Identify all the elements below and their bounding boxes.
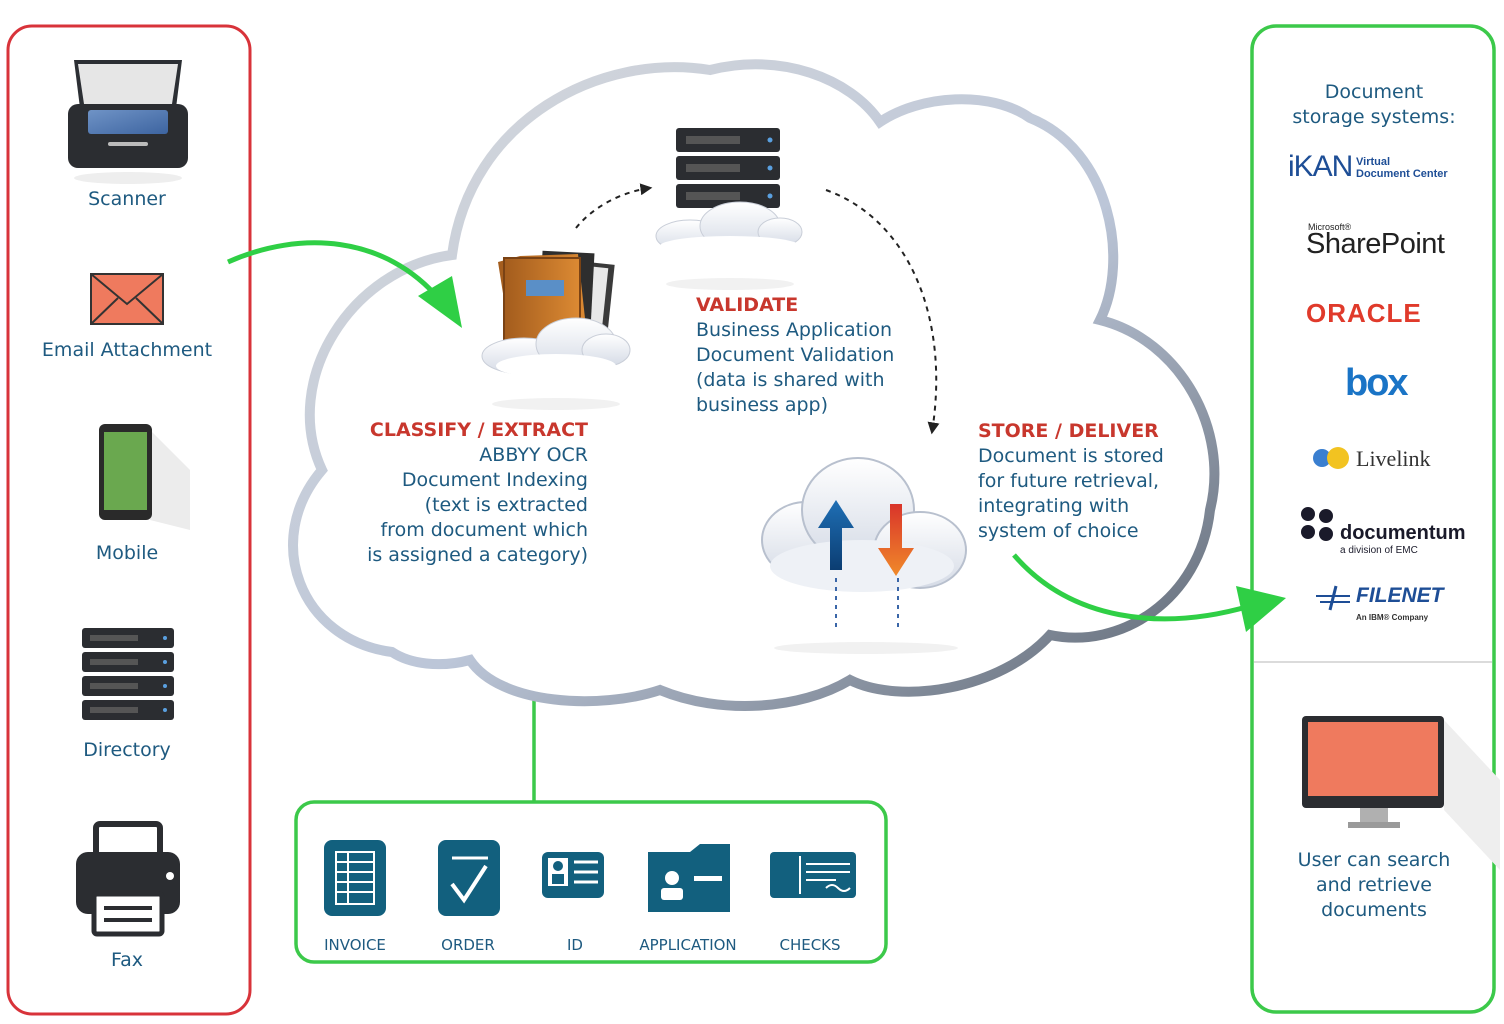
fax-label: Fax [110,949,144,971]
order-icon [438,840,500,916]
classify-line: (text is extracted [424,494,588,516]
validate-to-store-arrow [825,189,940,435]
store-deliver-block: STORE / DELIVER Document is stored for f… [978,419,1164,544]
store-heading: STORE / DELIVER [978,420,1159,442]
validate-line: Document Validation [696,344,895,366]
storage-title-line: storage systems: [1292,106,1456,128]
folders-icon [481,250,631,410]
email-attachment-label: Email Attachment [41,339,213,361]
livelink-logo: Livelink [1356,446,1431,471]
categories-frame [294,800,888,964]
retrieve-line: and retrieve [1315,874,1433,896]
box-logo: box [1345,362,1409,404]
storage-title-line: Document [1324,81,1424,103]
store-line: integrating with [978,495,1130,517]
server-icon [655,128,803,290]
ikan-subtitle-line: Document Center [1356,168,1448,180]
sources-frame [6,24,252,1016]
invoice-icon [324,840,386,916]
storage-title: Document storage systems: [1274,80,1474,130]
retrieve-line: User can search [1297,849,1451,871]
retrieve-line: documents [1321,899,1427,921]
store-line: Document is stored [978,445,1164,467]
category-order-label: ORDER [441,936,495,954]
ikan-logo: iKAN [1288,150,1353,183]
fax-icon [76,821,180,937]
microsoft-label: Microsoft® [1308,222,1352,232]
validate-block: VALIDATE Business Application Document V… [696,293,894,418]
checks-icon [770,852,856,898]
classify-to-validate-arrow [575,183,653,229]
store-line: system of choice [978,520,1139,542]
classify-line: is assigned a category) [367,544,588,566]
email-icon [90,273,164,325]
category-id-label: ID [567,936,583,954]
sharepoint-logo: SharePoint [1306,228,1445,260]
output-arrow-head [1236,586,1286,632]
livelink-icon [1313,447,1349,469]
classify-heading: CLASSIFY / EXTRACT [369,419,588,441]
application-icon [648,844,730,912]
id-icon [542,852,604,898]
directory-label: Directory [83,739,171,761]
category-checks-label: CHECKS [779,936,841,954]
validate-line: Business Application [696,319,892,341]
classify-extract-block: CLASSIFY / EXTRACT ABBYY OCR Document In… [367,418,588,568]
filenet-subtitle: An IBM® Company [1356,613,1429,622]
documentum-subtitle: a division of EMC [1340,545,1418,556]
monitor-icon [1302,716,1500,870]
mobile-label: Mobile [95,542,159,564]
classify-line: Document Indexing [401,469,588,491]
documentum-icon [1301,507,1333,541]
store-line: for future retrieval, [978,470,1160,492]
scanner-icon [68,60,188,184]
validate-line: (data is shared with [696,369,885,391]
category-application-label: APPLICATION [639,936,737,954]
oracle-logo: ORACLE [1306,298,1422,328]
ikan-logo-subtitle: Virtual Document Center [1356,156,1448,180]
classify-line: ABBYY OCR [479,444,588,466]
retrieve-description: User can search and retrieve documents [1264,848,1484,923]
ikan-subtitle-line: Virtual [1356,156,1391,168]
validate-heading: VALIDATE [696,294,799,316]
category-invoice-label: INVOICE [324,936,386,954]
filenet-icon [1316,585,1350,611]
input-arrow-head [418,276,462,328]
input-arrow [226,240,442,302]
filenet-logo: FILENET [1356,584,1444,607]
directory-icon [82,628,174,720]
output-arrow [1012,553,1251,622]
scanner-label: Scanner [88,188,166,210]
documentum-logo: documentum [1340,522,1466,544]
processing-cloud [288,59,1220,711]
validate-line: business app) [696,394,829,416]
transfer-cloud-icon [761,457,967,654]
storage-frame [1250,24,1496,1014]
mobile-icon [99,424,190,530]
classify-line: from document which [380,519,588,541]
